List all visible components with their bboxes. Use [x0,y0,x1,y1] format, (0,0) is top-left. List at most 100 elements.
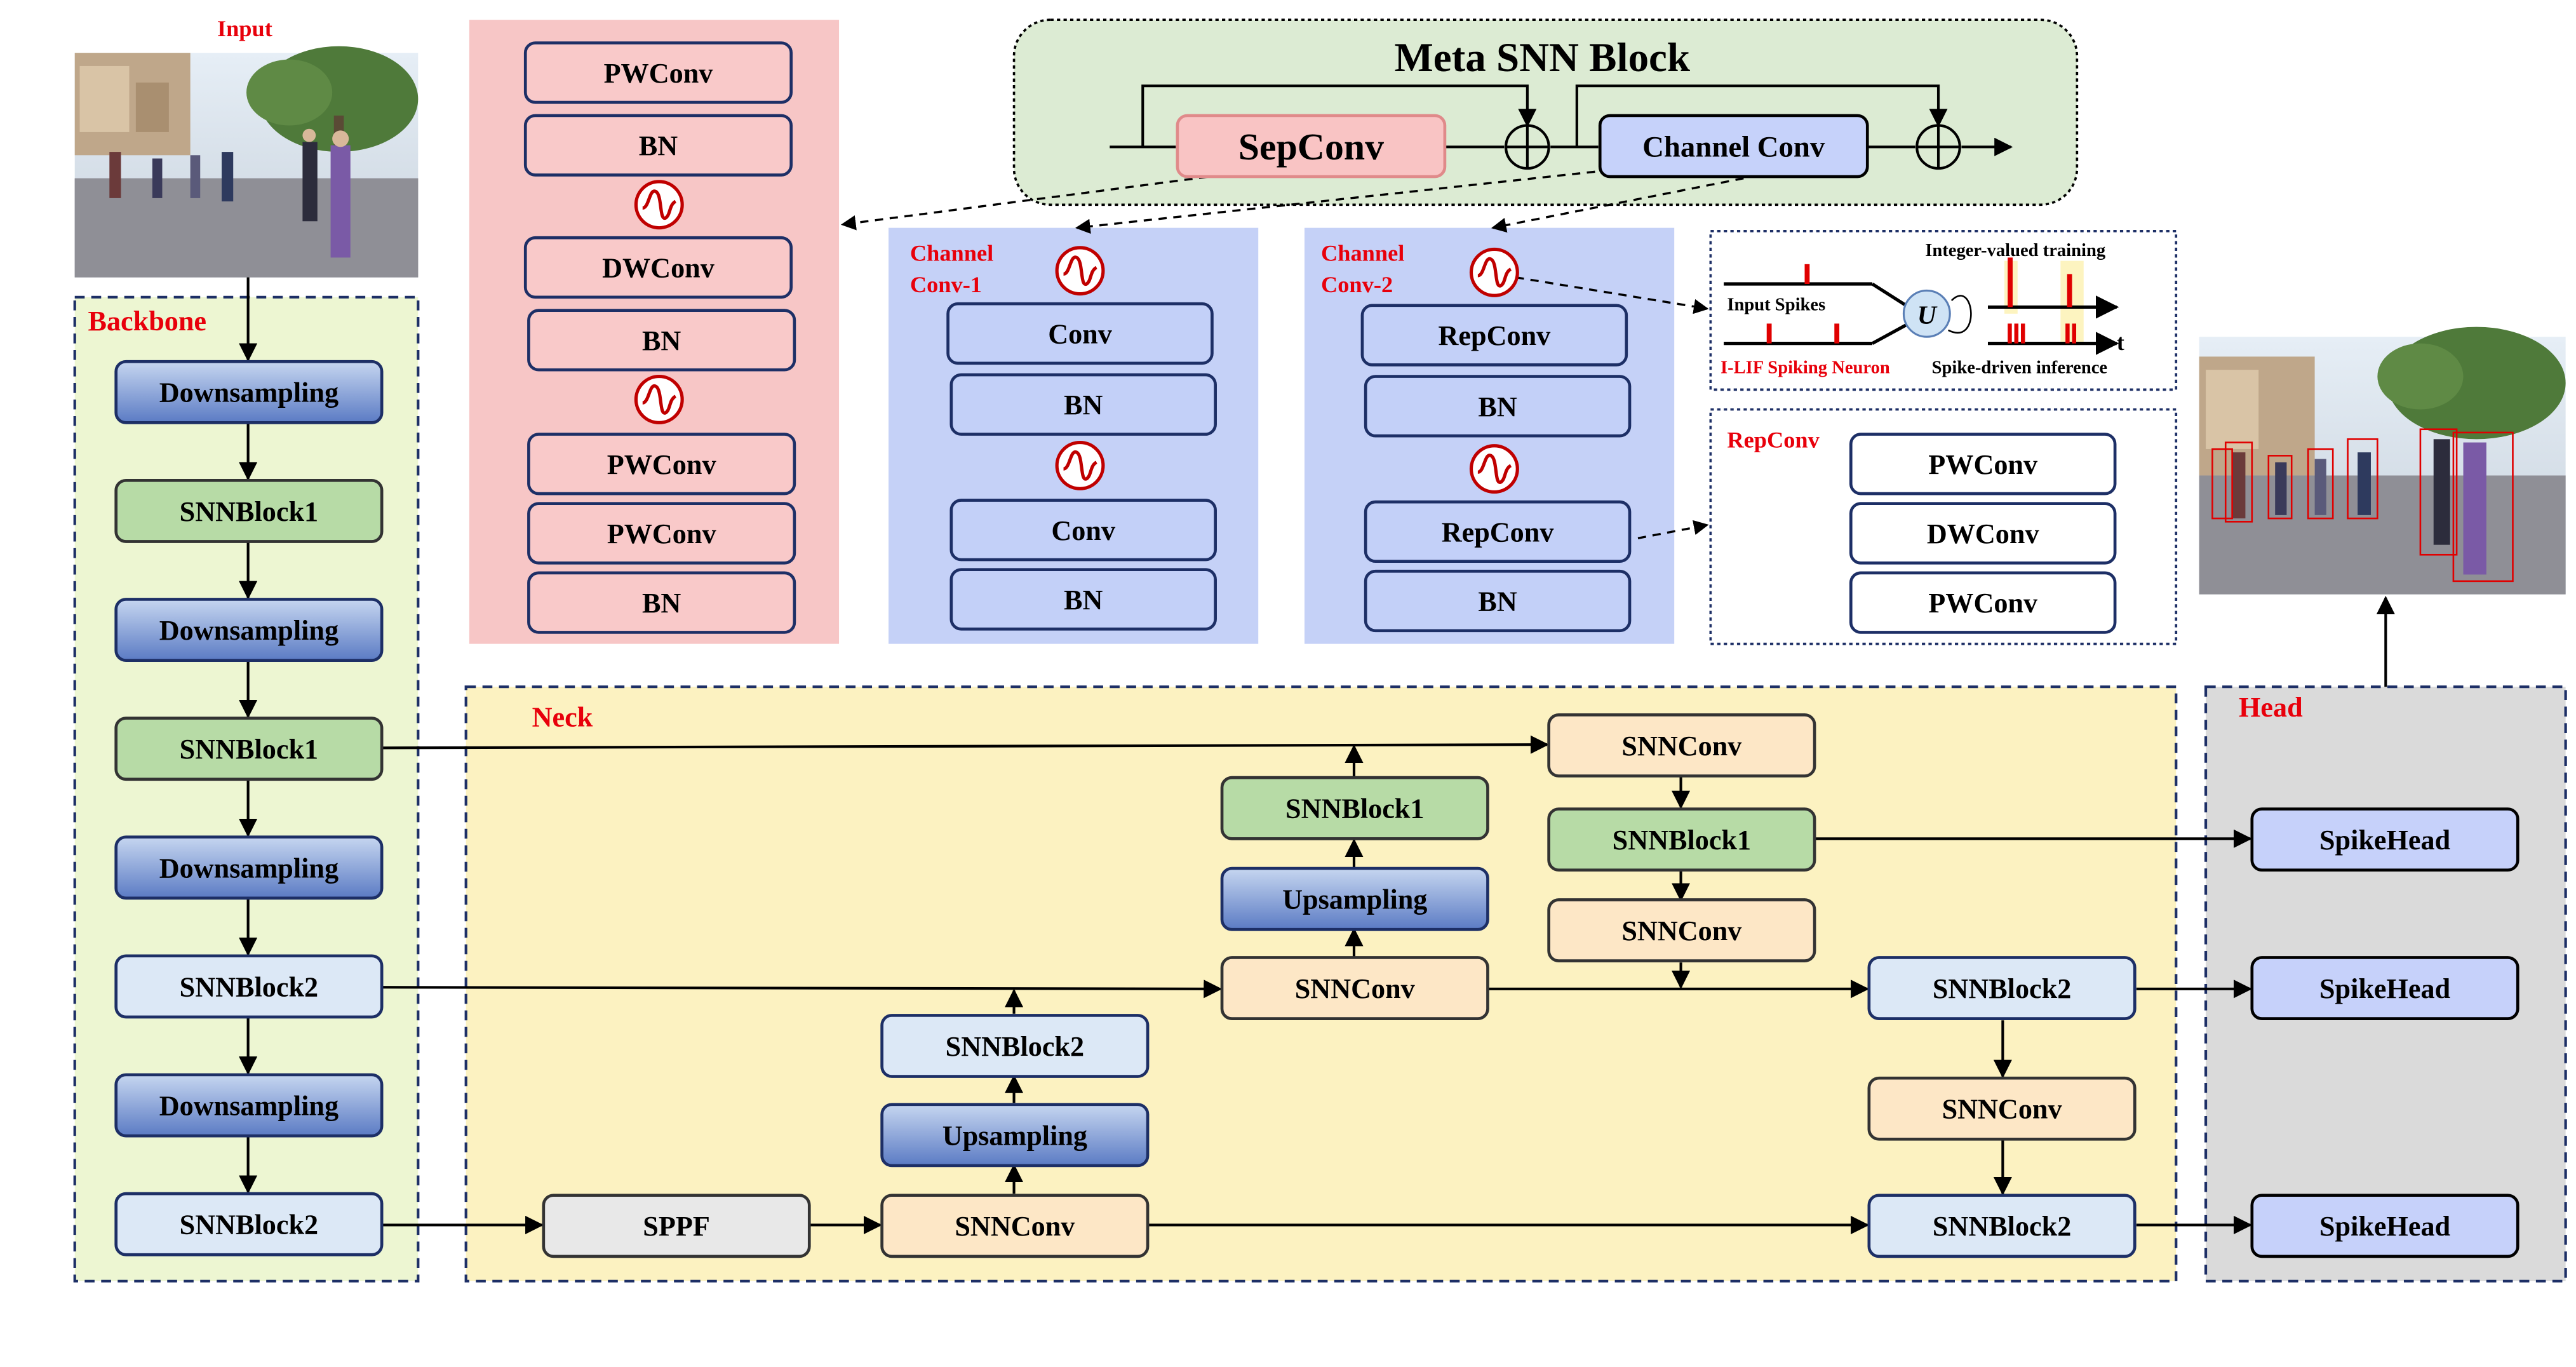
bb-downsampling-2-label: Downsampling [159,615,339,646]
rep-pwconv-1: PWConv [1849,433,2117,495]
cc1-bn-2: BN [949,568,1217,631]
neck-snnconv-c-label: SNNConv [1621,731,1742,762]
neck-snnconv-c-frame [1547,713,1816,778]
sep-bn-2-label: BN [642,325,681,356]
head-title: Head [2239,692,2303,723]
bb-downsampling-4-frame [114,1073,384,1138]
bb-snnblock2-2-label: SNNBlock2 [180,1209,318,1241]
head-spikehead-3-frame [2250,1194,2519,1258]
neck-sppf-label: SPPF [643,1211,710,1242]
neck-title: Neck [532,702,593,733]
integer-training-label: Integer-valued training [1925,241,2106,260]
cc2-bn-2-frame [1364,569,1632,633]
neck-snnblock1-c: SNNBlock1 [1547,807,1816,872]
bb-downsampling-2-frame [114,598,384,662]
cc1-conv-2-label: Conv [1051,515,1116,546]
neck-snnblock1-c-label: SNNBlock1 [1613,825,1751,856]
bb-snnblock1-2-frame [114,717,384,781]
sep-bn-1: BN [523,114,793,177]
neck-snnblock2-r1-frame [1867,956,2137,1020]
cc1-bn-2-label: BN [1064,584,1103,616]
input-title: Input [217,16,272,41]
sepconv-box: SepConv [1176,114,1447,178]
meta-block-title: Meta SNN Block [1394,35,1690,81]
channel-conv-box-label: Channel Conv [1642,130,1825,163]
bb-downsampling-1: Downsampling [114,360,384,424]
cc1-bn-2-frame [949,568,1217,631]
bb-snnblock1-2-label: SNNBlock1 [180,734,318,765]
sep-pwconv-1-label: PWConv [604,58,714,89]
neck-snnblock2-r1-label: SNNBlock2 [1933,973,2071,1004]
bb-downsampling-3-frame [114,835,384,900]
sep-bn-1-label: BN [639,130,678,161]
bb-downsampling-1-frame [114,360,384,424]
sep-dwconv-label: DWConv [602,253,715,284]
cc2-repconv-1: RepConv [1360,304,1628,367]
add-node-2 [1915,124,1961,170]
bb-downsampling-4: Downsampling [114,1073,384,1138]
neck-snnconv-d-frame [1547,898,1816,962]
neck-sppf: SPPF [542,1194,811,1258]
cc2-bn-2: BN [1364,569,1632,633]
rep-dwconv-frame [1849,502,2117,565]
spiking-neuron-icon [1055,440,1105,490]
head-spikehead-3-label: SpikeHead [2319,1211,2451,1242]
rep-pwconv-2-label: PWConv [1928,588,2038,619]
bb-downsampling-3-label: Downsampling [159,852,339,884]
channel-conv-box: Channel Conv [1598,114,1869,178]
neck-snnblock2-a: SNNBlock2 [880,1014,1150,1078]
neck-snnblock1-b-label: SNNBlock1 [1285,793,1424,825]
ilif-label: I-LIF Spiking Neuron [1721,358,1890,377]
neck-snnconv-b-label: SNNConv [1295,973,1416,1004]
bb-snnblock2-1-frame [114,954,384,1019]
connections [239,84,2395,1235]
channel-conv2-title-1: Channel [1321,241,1404,266]
cc2-repconv-1-frame [1360,304,1628,367]
sep-pwconv-1: PWConv [523,41,793,104]
output-image [2199,327,2566,595]
cc2-bn-1-label: BN [1478,391,1517,422]
sep-bn-2-frame [527,309,796,372]
detail-arrows [840,170,1744,539]
cc2-repconv-2: RepConv [1364,500,1632,563]
neck-snnconv-a-frame [880,1194,1150,1258]
sep-bn-2: BN [527,309,796,372]
neck-snnconv-r: SNNConv [1867,1076,2137,1141]
neck-snnblock2-r2-frame [1867,1194,2137,1258]
bb-snnblock2-2: SNNBlock2 [114,1192,384,1256]
membrane-node [1902,289,1951,338]
backbone-title: Backbone [88,306,207,337]
head-spikehead-1-label: SpikeHead [2319,825,2451,856]
channel-conv2-title-2: Conv-2 [1321,272,1393,297]
sep-bn-3-label: BN [642,588,681,619]
neck-snnconv-d-label: SNNConv [1621,915,1742,946]
bb-downsampling-2: Downsampling [114,598,384,662]
cc1-conv-1-label: Conv [1048,318,1113,349]
neck-upsampling-b-label: Upsampling [1282,884,1427,915]
input-spikes-label: Input Spikes [1727,295,1825,315]
bb-snnblock2-1: SNNBlock2 [114,954,384,1019]
spike-inference-label: Spike-driven inference [1932,358,2108,377]
sep-bn-3-frame [527,571,796,634]
rep-pwconv-1-label: PWConv [1928,449,2038,480]
sep-pwconv-3-label: PWConv [607,518,717,549]
neck-snnconv-b-frame [1220,956,1489,1020]
spiking-neuron-icon [1469,247,1519,297]
cc2-repconv-2-label: RepConv [1442,516,1555,548]
cc2-bn-1-frame [1364,375,1632,438]
input-image [74,46,419,278]
sep-bn-1-frame [523,114,793,177]
sep-pwconv-2-label: PWConv [607,449,717,480]
head-spikehead-1-frame [2250,807,2519,872]
cc1-conv-1: Conv [946,302,1214,365]
neck-snnblock1-c-frame [1547,807,1816,872]
sep-dwconv-frame [523,236,793,299]
neck-snnconv-b: SNNConv [1220,956,1489,1020]
rep-pwconv-1-frame [1849,433,2117,495]
ilif-neuron-illustration: Input Spikes I-LIF Spiking Neuron U Inte… [1721,241,2124,378]
neck-snnblock2-r2: SNNBlock2 [1867,1194,2137,1258]
cc1-bn-1-frame [949,373,1217,436]
cc1-conv-2-frame [949,499,1217,562]
sep-pwconv-2: PWConv [527,433,796,495]
